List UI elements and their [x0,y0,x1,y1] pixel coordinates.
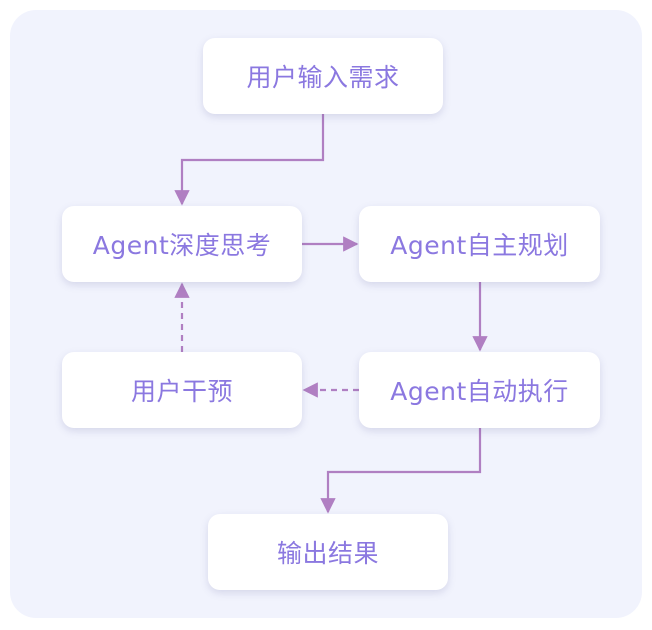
edge-input-to-think [174,114,325,206]
node-agent-think: Agent深度思考 [62,206,302,282]
node-agent-plan: Agent自主规划 [359,206,600,282]
node-user-input: 用户输入需求 [203,38,443,114]
node-agent-execute: Agent自动执行 [359,352,600,428]
node-output-result: 输出结果 [208,514,448,590]
edge-execute-to-output [320,428,482,514]
node-user-intervene: 用户干预 [62,352,302,428]
